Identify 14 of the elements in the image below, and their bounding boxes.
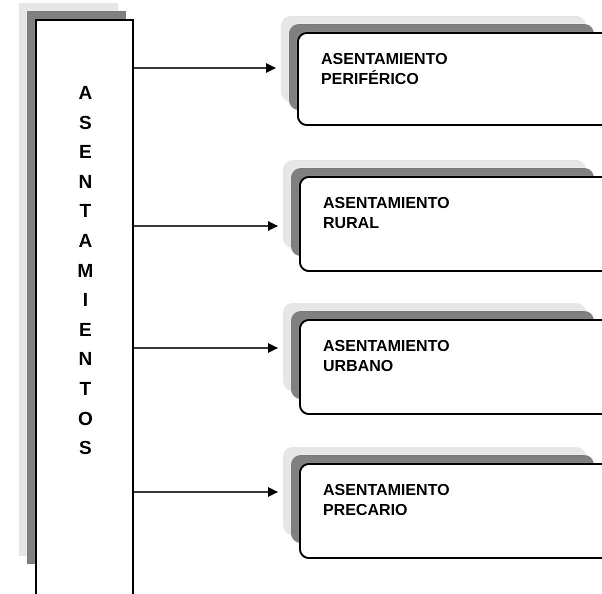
box-label: ASENTAMIENTO PERIFÉRICO (321, 50, 449, 90)
box-label: ASENTAMIENTO RURAL (323, 194, 451, 234)
process-box (299, 176, 602, 272)
arrow (133, 221, 278, 231)
arrow (133, 487, 278, 497)
box-label: ASENTAMIENTO URBANO (323, 337, 451, 377)
process-box (299, 463, 602, 559)
vertical-label: ASENTAMIENTOS (76, 82, 94, 462)
box-label: ASENTAMIENTO PRECARIO (323, 481, 451, 521)
arrow (133, 63, 276, 73)
category-column-box (35, 19, 134, 594)
process-box (299, 319, 602, 415)
arrow (133, 343, 278, 353)
process-box (297, 32, 602, 126)
